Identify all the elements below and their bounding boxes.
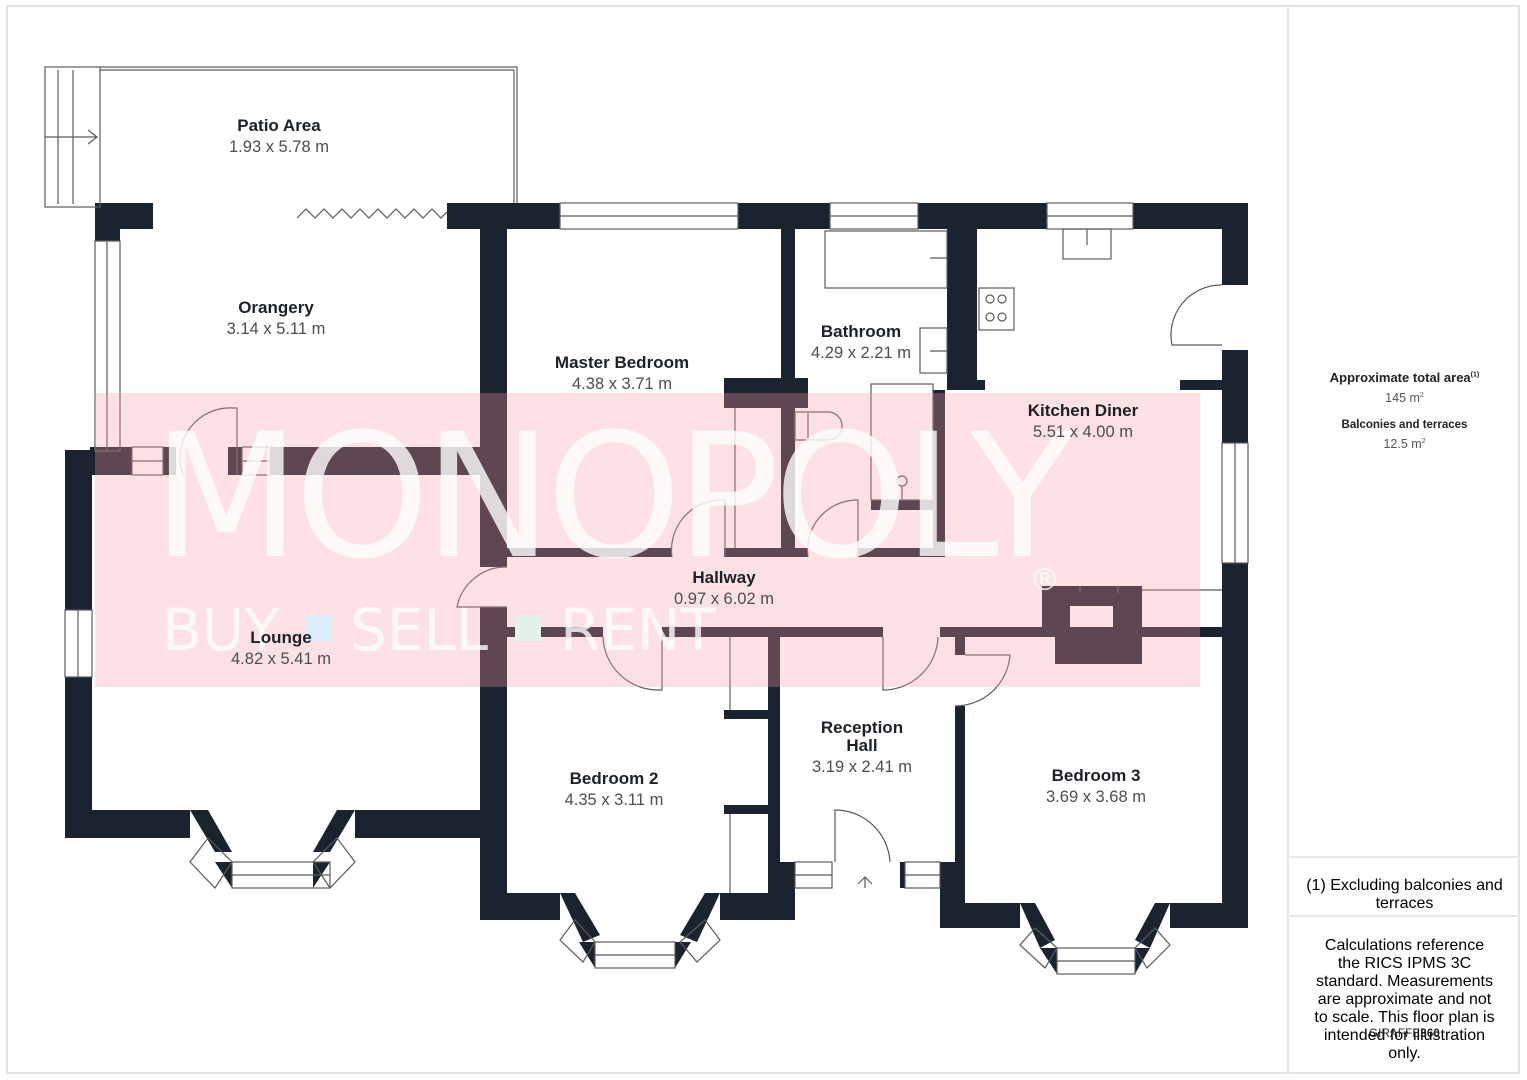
watermark: MONOPOLY ® BUY SELL RENT [95,393,1200,687]
room-bathroom: Bathroom 4.29 x 2.21 m [811,323,911,365]
panel-divider-2 [1289,915,1520,917]
room-name: Patio Area [237,116,321,135]
room-name-line2: Hall [846,736,878,755]
watermark-rent: RENT [560,596,716,664]
room-name: Lounge [250,628,312,647]
total-area-value: 145 m2 [1385,391,1424,405]
room-dims: 4.29 x 2.21 m [811,344,911,362]
room-dims: 5.51 x 4.00 m [1033,423,1133,441]
room-hallway: Hallway 0.97 x 6.02 m [674,569,774,611]
total-area-label: Approximate total area(1) [1329,370,1480,385]
room-name: Master Bedroom [554,353,690,372]
watermark-buy: BUY [162,596,280,664]
room-dims: 0.97 x 6.02 m [674,590,774,608]
watermark-registered: ® [1030,563,1060,598]
room-kitchen-diner: Kitchen Diner 5.51 x 4.00 m [1028,402,1139,444]
room-name: Orangery [238,298,314,317]
giraffe360-logo: GIRAFFE360 [1368,1028,1441,1040]
footnote: (1) Excluding balconies and terraces [1306,877,1503,912]
room-dims: 1.93 x 5.78 m [229,138,329,156]
watermark-brand: MONOPOLY [152,396,1076,597]
walls [65,203,1248,974]
room-name-line1: Reception [820,718,904,737]
room-name: Hallway [692,568,756,587]
disclaimer: Calculations reference the RICS IPMS 3C … [1314,937,1495,1062]
room-dims: 3.14 x 5.11 m [226,320,326,338]
room-dims: 4.82 x 5.41 m [231,650,331,668]
room-dims: 3.69 x 3.68 m [1046,788,1146,806]
room-bedroom-3: Bedroom 3 3.69 x 3.68 m [1046,767,1146,809]
room-name: Bathroom [820,322,902,341]
room-dims: 4.38 x 3.71 m [572,375,672,393]
room-dims: 3.19 x 2.41 m [812,758,912,776]
room-patio: Patio Area 1.93 x 5.78 m [229,117,329,159]
room-name: Kitchen Diner [1027,401,1139,420]
panel-divider-1 [1289,856,1520,858]
room-reception-hall: Reception Hall 3.19 x 2.41 m [812,719,912,779]
room-master-bedroom: Master Bedroom 4.38 x 3.71 m [555,354,689,396]
room-dims: 4.35 x 3.11 m [564,791,664,809]
watermark-sell: SELL [350,596,488,664]
balconies-value: 12.5 m2 [1383,437,1426,451]
page-frame [6,5,1520,1074]
room-lounge: Lounge 4.82 x 5.41 m [231,629,331,671]
room-bedroom-2: Bedroom 2 4.35 x 3.11 m [565,770,664,812]
watermark-square-green [515,615,541,641]
room-orangery: Orangery 3.14 x 5.11 m [227,299,326,341]
area-summary: Approximate total area(1) 145 m2 Balconi… [1289,370,1520,451]
room-name: Bedroom 3 [1051,766,1141,785]
balconies-label: Balconies and terraces [1341,419,1468,431]
room-name: Bedroom 2 [569,769,659,788]
watermark-square-blue [305,615,331,641]
fixtures-and-openings [44,66,1249,975]
panel-divider [1287,5,1289,1074]
